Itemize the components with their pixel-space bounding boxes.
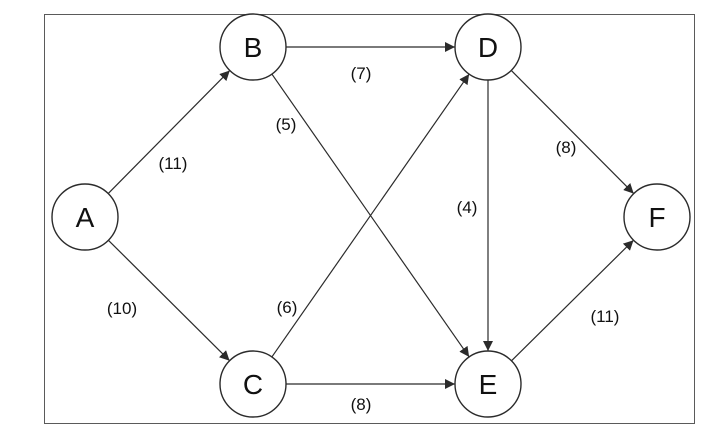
edge-c-d	[271, 73, 470, 358]
node-b-label: B	[244, 32, 263, 63]
edge-e-f	[511, 239, 634, 362]
weight-c-d: (6)	[277, 298, 298, 317]
weight-b-e: (5)	[276, 115, 297, 134]
edge-a-c	[107, 239, 231, 362]
weight-d-f: (8)	[556, 138, 577, 157]
node-e-label: E	[479, 369, 498, 400]
weight-a-b: (11)	[159, 154, 188, 173]
node-c-label: C	[243, 369, 263, 400]
node-c: C	[219, 350, 287, 418]
weight-a-c: (10)	[107, 299, 137, 318]
node-f-label: F	[648, 202, 665, 233]
edge-weights: (11) (10) (7) (5) (6) (8) (4) (8) (11)	[107, 64, 620, 414]
weight-d-e: (4)	[457, 198, 478, 217]
node-b: B	[219, 13, 287, 81]
node-e: E	[454, 350, 522, 418]
nodes: A B C D E F	[51, 13, 691, 418]
node-d-label: D	[478, 32, 498, 63]
diagram-frame	[44, 14, 695, 424]
node-d: D	[454, 13, 522, 81]
node-f: F	[623, 183, 691, 251]
node-a: A	[51, 183, 119, 251]
weight-c-e: (8)	[351, 395, 372, 414]
weight-e-f: (11)	[591, 307, 620, 326]
node-a-label: A	[76, 202, 95, 233]
edge-a-b	[107, 70, 231, 194]
weight-b-d: (7)	[351, 64, 372, 83]
edge-d-f	[510, 69, 635, 195]
edges	[107, 42, 635, 389]
